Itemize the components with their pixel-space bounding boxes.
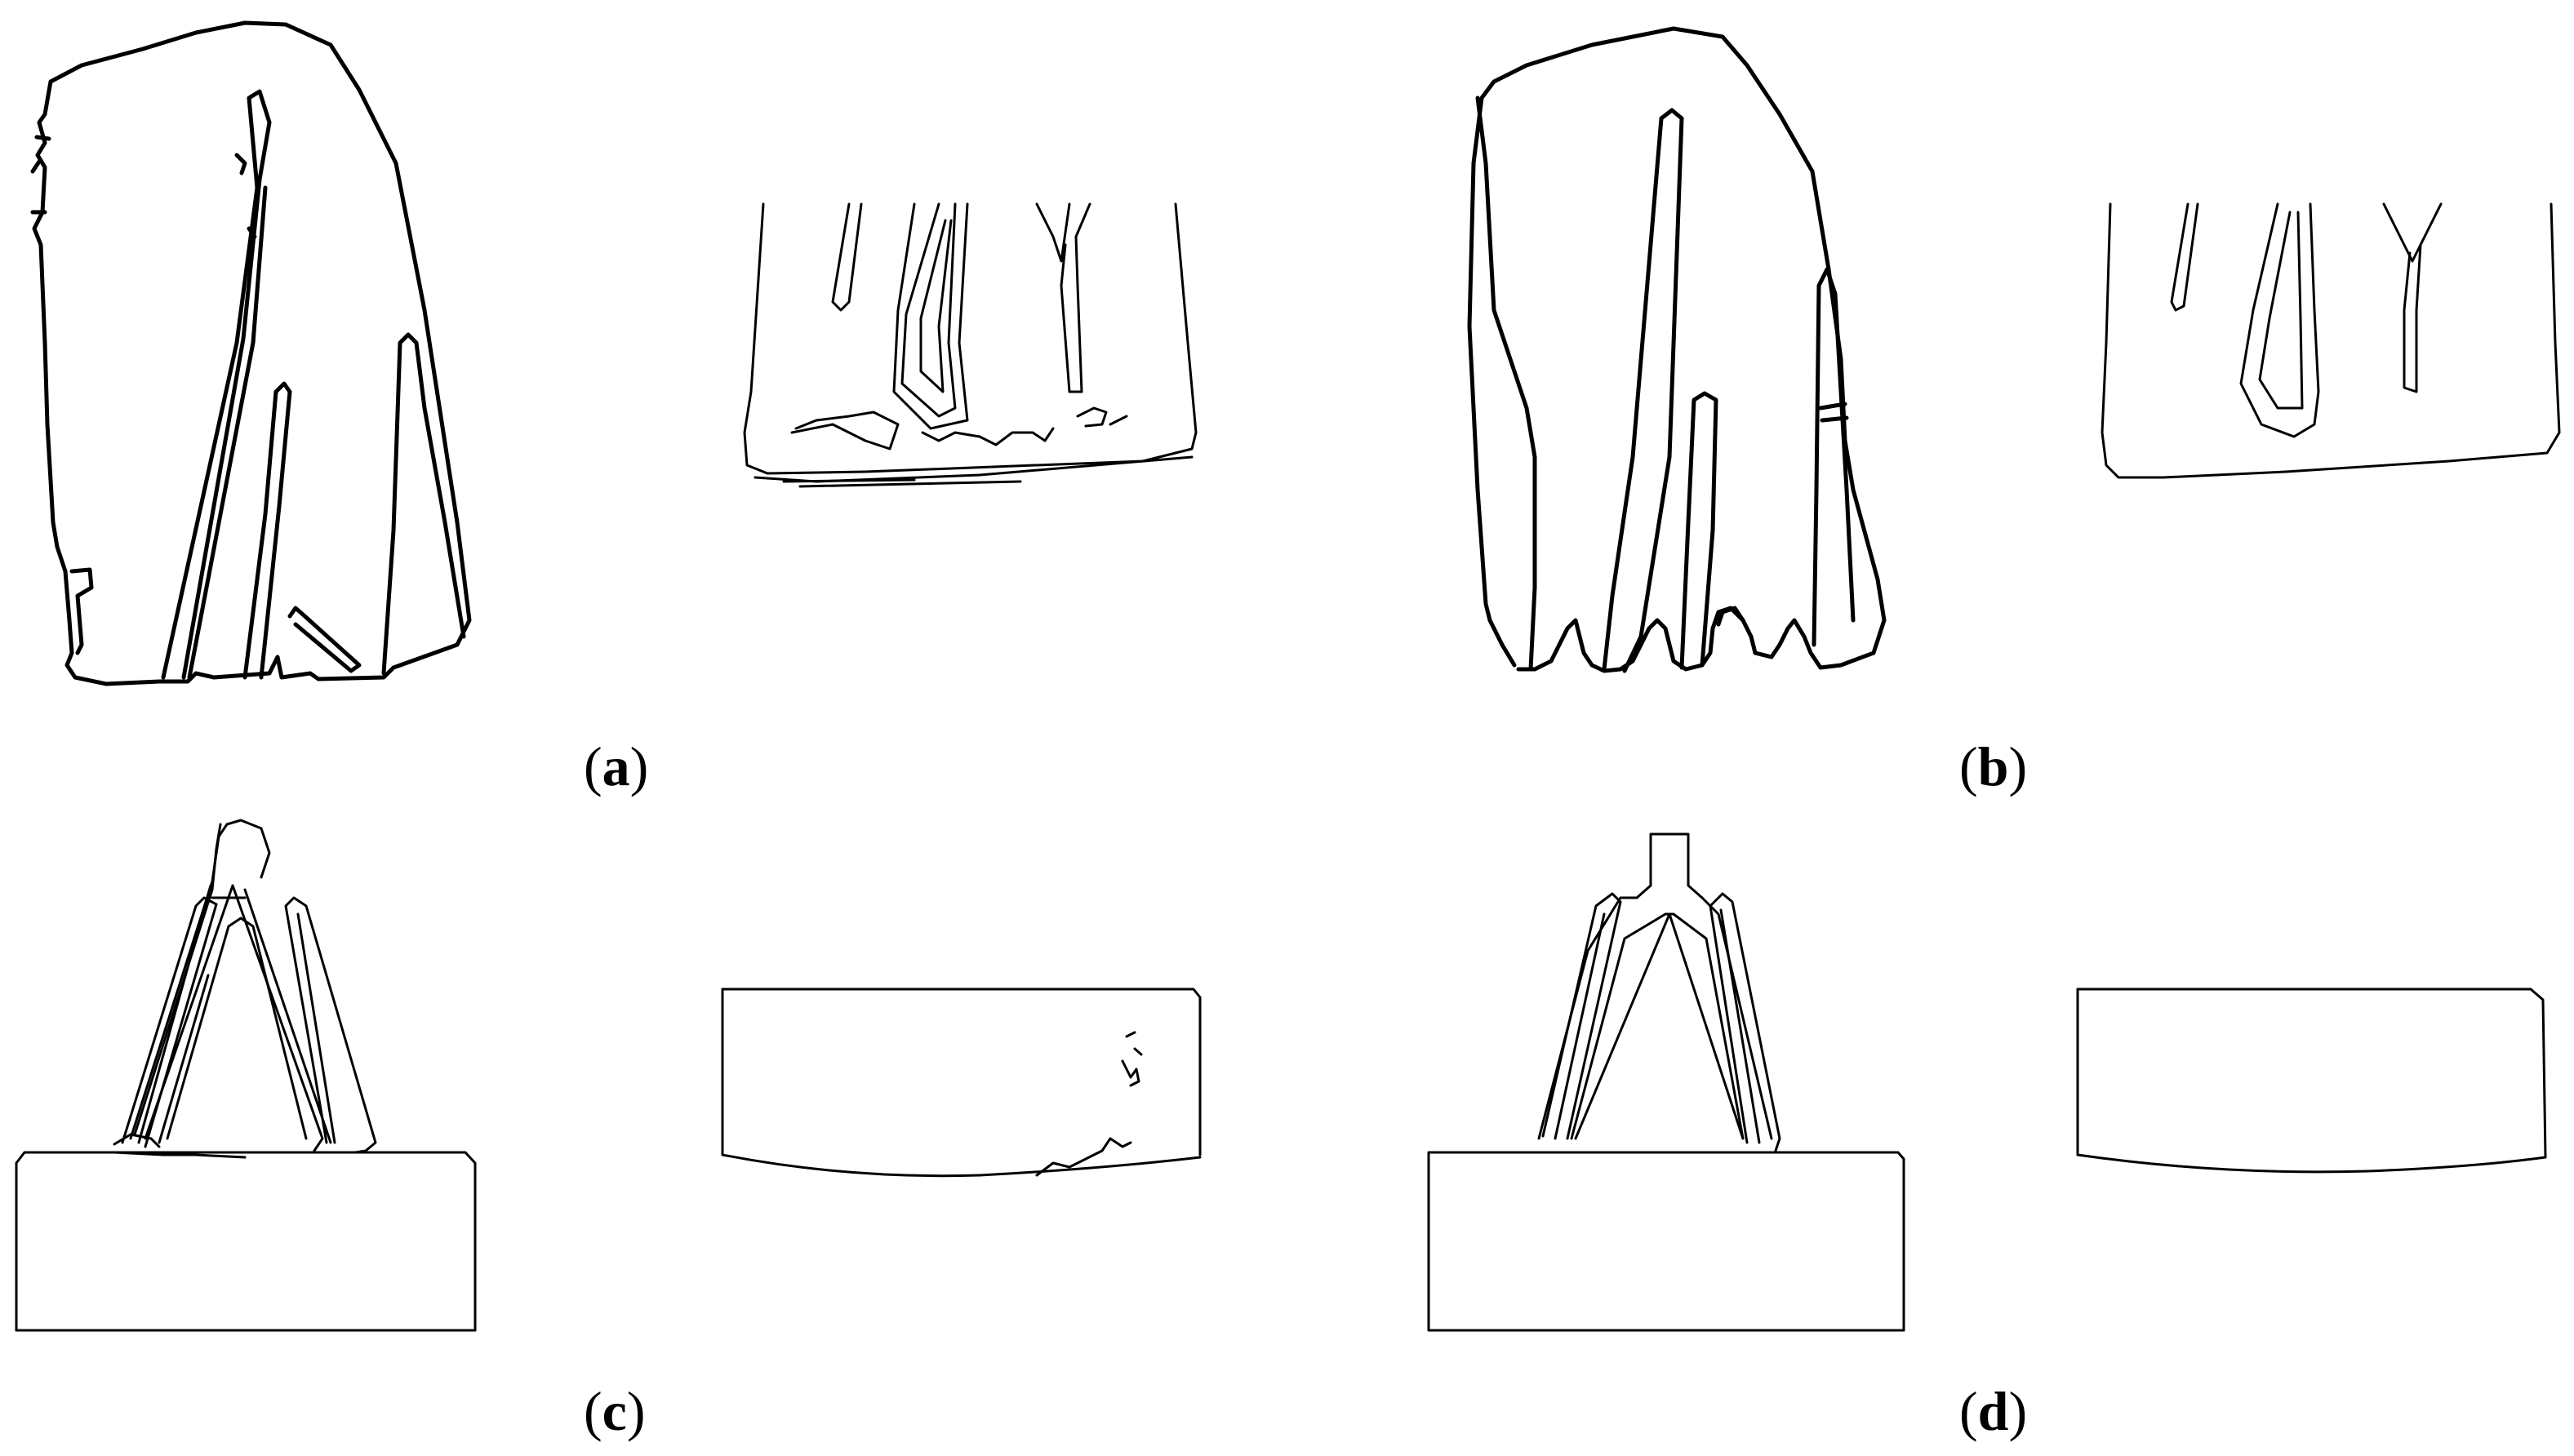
panel-c-tool-edge-left xyxy=(15,819,477,1332)
panel-d-tool-edge-right xyxy=(2076,988,2547,1174)
panel-label-d: (d) xyxy=(1959,1380,2028,1442)
panel-a-tool-edge-right xyxy=(743,202,1198,488)
panel-label-b-letter: b xyxy=(1977,735,2009,797)
panel-label-a: (a) xyxy=(584,735,649,797)
panel-label-c-letter: c xyxy=(602,1380,627,1442)
panel-b-tool-edge-right xyxy=(2101,202,2561,479)
panel-label-b: (b) xyxy=(1959,735,2028,797)
panel-d-tool-edge-left xyxy=(1427,832,1905,1332)
panel-label-d-letter: d xyxy=(1977,1380,2009,1442)
panel-c-tool-edge-right xyxy=(721,988,1202,1178)
panel-b-tool-edge-left xyxy=(1467,26,1887,673)
panel-a-tool-edge-left xyxy=(30,20,472,686)
panel-label-a-letter: a xyxy=(602,735,630,797)
panel-label-c: (c) xyxy=(584,1380,646,1442)
